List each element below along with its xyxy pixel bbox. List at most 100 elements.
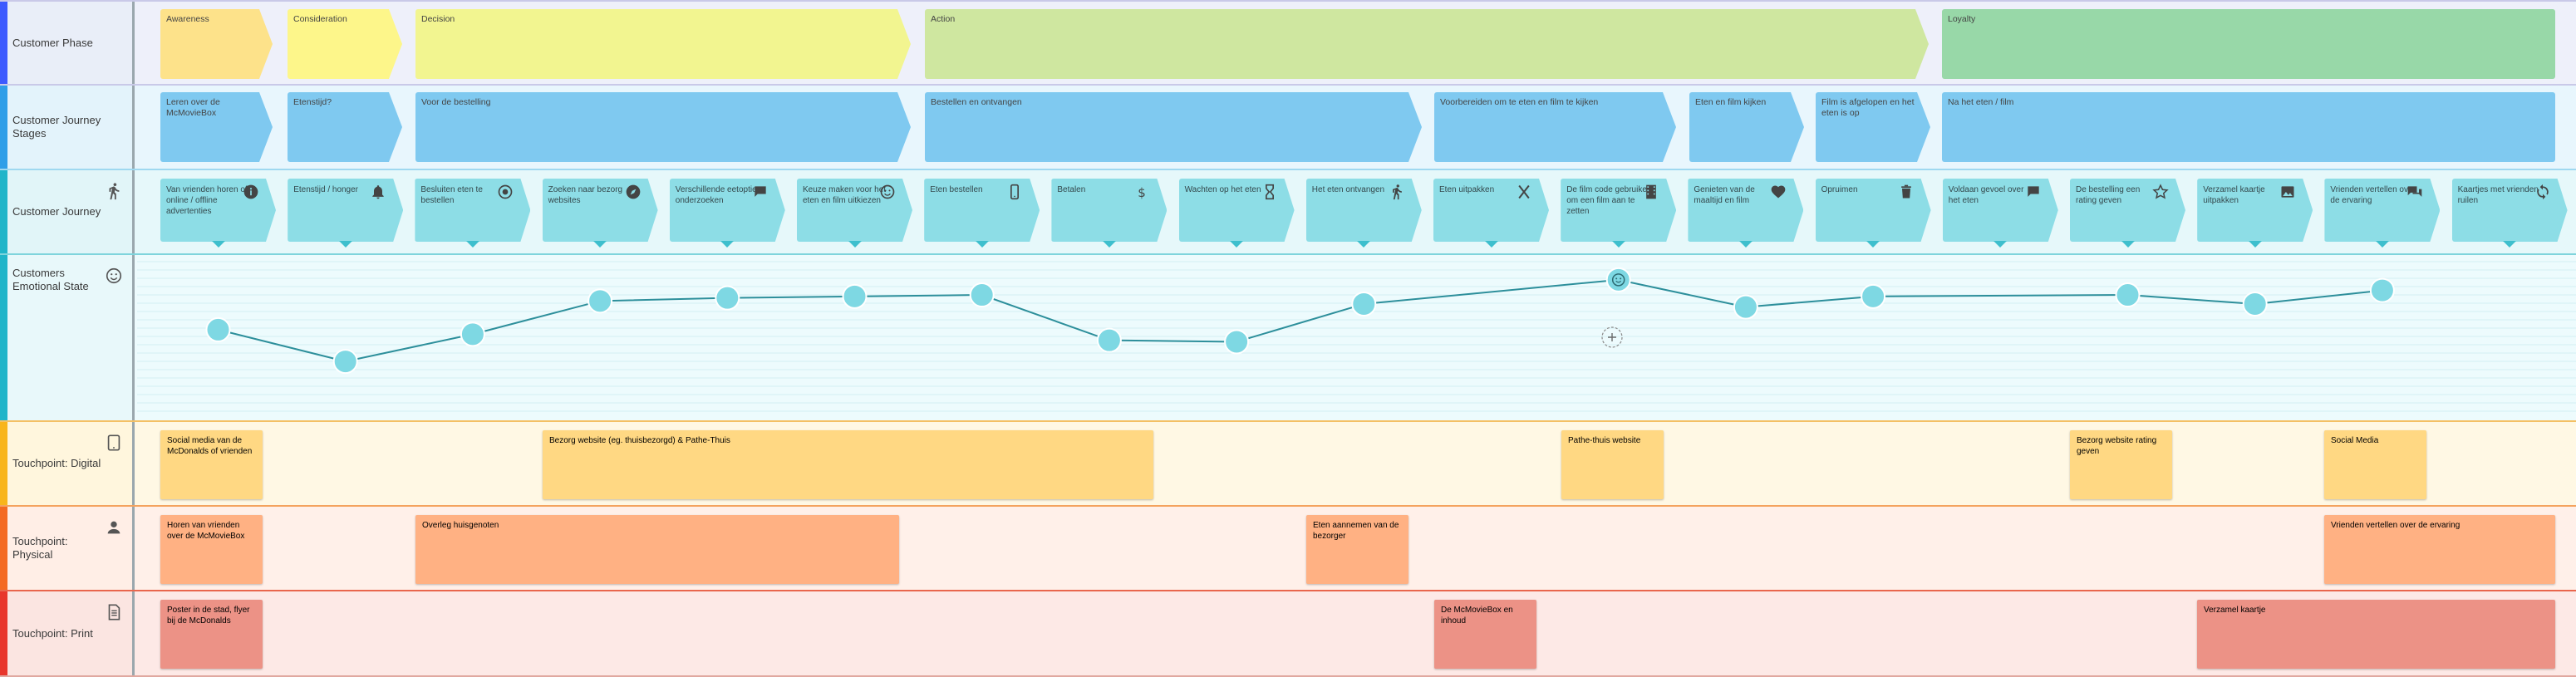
phase-awareness[interactable]: Awareness <box>160 9 273 79</box>
stage-item[interactable]: Leren over de McMovieBox <box>160 92 273 162</box>
phase-loyalty[interactable]: Loyalty <box>1942 9 2555 79</box>
journey-step[interactable]: Zoeken naar bezorg websites <box>543 179 658 252</box>
emotion-point[interactable] <box>460 321 485 347</box>
emotion-point[interactable] <box>842 283 868 309</box>
stage-label: Leren over de McMovieBox <box>166 97 220 118</box>
emotion-point[interactable] <box>1733 294 1758 320</box>
journey-step[interactable]: Verzamel kaartje uitpakken <box>2197 179 2313 252</box>
happy-face-icon <box>1611 273 1625 287</box>
swap-icon <box>2536 184 2549 200</box>
journey-step[interactable]: Betalen$ <box>1051 179 1167 252</box>
phase-consideration[interactable]: Consideration <box>288 9 402 79</box>
walking-icon <box>1392 184 1402 200</box>
journey-step[interactable]: De film code gebruiken om een film aan t… <box>1561 179 1676 252</box>
emotion-point[interactable] <box>715 285 740 311</box>
dollar-icon: $ <box>1138 185 1147 200</box>
phase-decision[interactable]: Decision <box>415 9 911 79</box>
emotion-point[interactable] <box>1605 267 1631 292</box>
journey-step[interactable]: Etenstijd / honger <box>288 179 403 252</box>
touchpoint-card[interactable]: Vrienden vertellen over de ervaring <box>2324 515 2555 584</box>
journey-step[interactable]: Verschillende eetopties onderzoeken <box>670 179 785 252</box>
stage-item[interactable]: Na het eten / film <box>1942 92 2555 162</box>
target-icon <box>499 184 513 199</box>
film-icon <box>1646 184 1657 199</box>
stage-item[interactable]: Bestellen en ontvangen <box>925 92 1422 162</box>
stage-item[interactable]: Voorbereiden om te eten en film te kijke… <box>1434 92 1676 162</box>
emotion-point[interactable] <box>205 316 231 342</box>
stage-label: Etenstijd? <box>293 97 332 107</box>
connector-tip <box>1484 241 1498 248</box>
emotion-point[interactable] <box>2369 277 2395 303</box>
touchpoint-card[interactable]: Overleg huisgenoten <box>415 515 899 584</box>
connector-tip <box>1102 241 1116 248</box>
journey-step[interactable]: Kaartjes met vrienden ruilen <box>2452 179 2568 252</box>
touchpoint-card[interactable]: Bezorg website (eg. thuisbezorgd) & Path… <box>543 430 1153 499</box>
journey-step-body: De film code gebruiken om een film aan t… <box>1561 179 1676 242</box>
speech-bubble-icon <box>2028 186 2039 197</box>
stage-item[interactable]: Etenstijd? <box>288 92 402 162</box>
emotion-point[interactable] <box>332 349 358 375</box>
journey-step[interactable]: Keuze maken voor het eten en film uitkie… <box>797 179 912 252</box>
journey-step[interactable]: Van vrienden horen of online / offline a… <box>160 179 276 252</box>
lane-journey-stages: Customer Journey Stages Leren over de Mc… <box>0 86 2576 170</box>
touchpoint-card[interactable]: Verzamel kaartje <box>2197 600 2555 669</box>
journey-step[interactable]: De bestelling een rating geven <box>2070 179 2185 252</box>
touchpoint-card[interactable]: Eten aannemen van de bezorger <box>1306 515 1408 584</box>
lane-touchpoint-print: Touchpoint: Print Poster in de stad, fly… <box>0 591 2576 677</box>
touchpoint-card[interactable]: Pathe-thuis website <box>1561 430 1664 499</box>
lane-title: Touchpoint: Print <box>12 626 93 640</box>
emotion-point[interactable] <box>1224 329 1250 355</box>
journey-step-label: Eten bestellen <box>930 185 983 194</box>
emotion-chart <box>137 261 2576 412</box>
phone-icon <box>1010 184 1020 200</box>
touchpoint-card[interactable]: Social Media <box>2324 430 2426 499</box>
image-icon <box>2281 186 2294 198</box>
bell-icon <box>372 185 384 199</box>
stage-item[interactable]: Eten en film kijken <box>1689 92 1804 162</box>
emotion-point[interactable] <box>2242 291 2268 316</box>
journey-step[interactable]: Besluiten eten te bestellen <box>415 179 530 252</box>
journey-step[interactable]: Genieten van de maaltijd en film <box>1688 179 1803 252</box>
touchpoint-card[interactable]: Bezorg website rating geven <box>2070 430 2172 499</box>
emotion-point[interactable] <box>1096 327 1122 353</box>
journey-step[interactable]: Wachten op het eten <box>1179 179 1295 252</box>
phase-label: Awareness <box>166 14 209 24</box>
stage-item[interactable]: Voor de bestelling <box>415 92 911 162</box>
journey-step-label: Kaartjes met vrienden ruilen <box>2457 185 2539 205</box>
stage-label: Eten en film kijken <box>1695 97 1767 107</box>
stages-area: Leren over de McMovieBox Etenstijd? Voor… <box>137 86 2576 169</box>
chat-icon <box>2408 186 2422 197</box>
emotion-point[interactable] <box>2115 282 2141 308</box>
touchpoint-card[interactable]: Horen van vrienden over de McMovieBox <box>160 515 263 584</box>
stage-label: Voorbereiden om te eten en film te kijke… <box>1440 97 1599 107</box>
emotion-point[interactable] <box>1351 291 1377 316</box>
journey-step-label: Van vrienden horen of online / offline a… <box>166 185 248 216</box>
phase-action[interactable]: Action <box>925 9 1929 79</box>
journey-step-body: Voldaan gevoel over het eten <box>1943 179 2058 242</box>
journey-step[interactable]: Eten uitpakken <box>1433 179 1549 252</box>
journey-step[interactable]: Eten bestellen <box>924 179 1040 252</box>
lane-label: Customers Emotional State <box>0 255 135 420</box>
connector-tip <box>1866 241 1880 248</box>
touchpoint-card[interactable]: De McMovieBox en inhoud <box>1434 600 1536 669</box>
info-icon <box>243 184 258 199</box>
journey-step-label: Besluiten eten te bestellen <box>420 185 483 205</box>
trash-icon <box>1900 184 1911 199</box>
connector-tip <box>975 241 989 248</box>
touchpoint-card[interactable]: Social media van de McDonalds of vriende… <box>160 430 263 499</box>
journey-step-label: Wachten op het eten <box>1184 185 1261 194</box>
emotion-point[interactable] <box>587 288 613 314</box>
touchpoint-card[interactable]: Poster in de stad, flyer bij de McDonald… <box>160 600 263 669</box>
journey-step[interactable]: Het eten ontvangen <box>1306 179 1422 252</box>
add-point-icon[interactable] <box>1601 326 1623 348</box>
stage-item[interactable]: Film is afgelopen en het eten is op <box>1816 92 1930 162</box>
emotion-point[interactable] <box>969 282 995 308</box>
journey-step-label: Opruimen <box>1821 185 1858 194</box>
journey-step[interactable]: Voldaan gevoel over het eten <box>1943 179 2058 252</box>
lane-customer-journey: Customer Journey Van vrienden horen of o… <box>0 170 2576 255</box>
journey-step[interactable]: Opruimen <box>1816 179 1931 252</box>
journey-step[interactable]: Vrienden vertellen over de ervaring <box>2324 179 2440 252</box>
journey-step-label: Etenstijd / honger <box>293 185 359 194</box>
emotion-point[interactable] <box>1861 283 1886 309</box>
document-icon <box>108 604 120 621</box>
